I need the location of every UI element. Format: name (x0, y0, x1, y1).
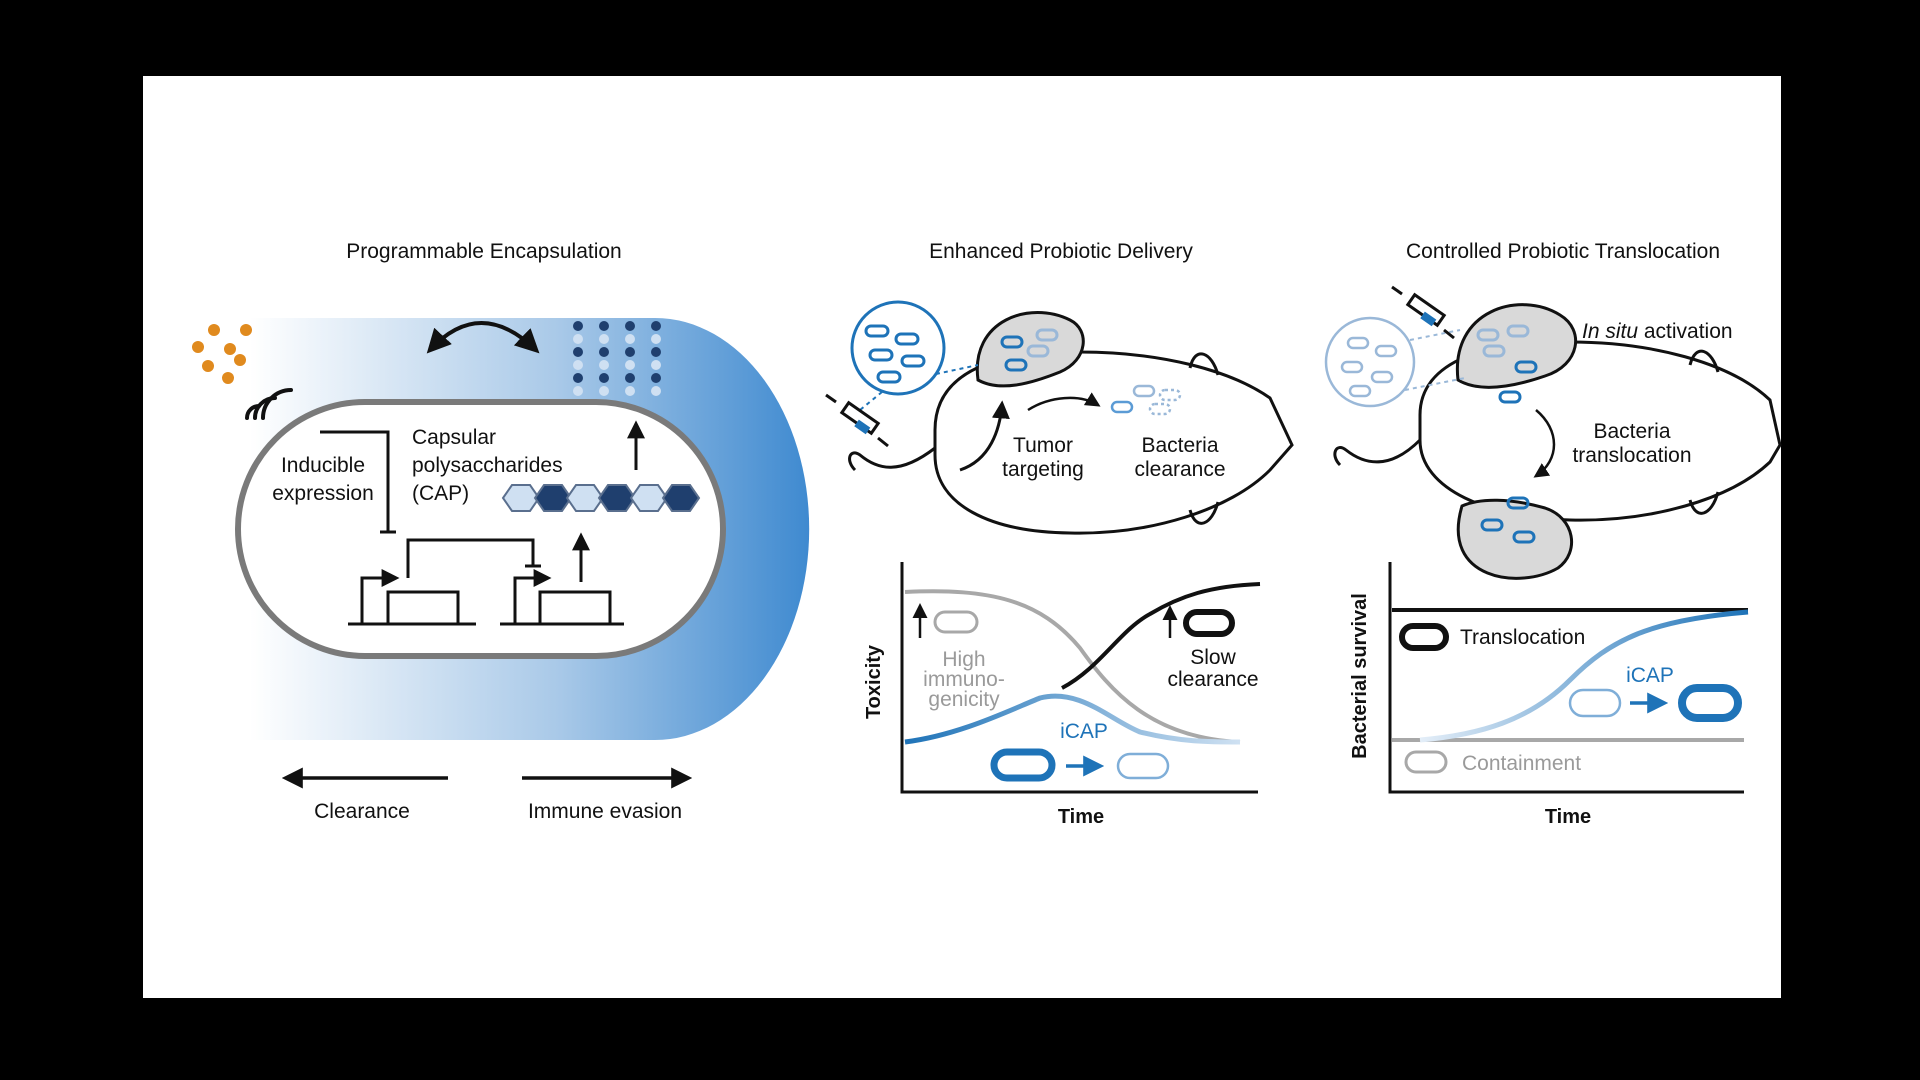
gray-bacterium-icon (933, 610, 979, 634)
translocation-curve-arrow (1533, 409, 1556, 478)
cap-dot-grid (573, 321, 661, 396)
syringe-icon (825, 393, 889, 448)
panel-controlled-translocation: Controlled Probiotic Translocation (1324, 240, 1782, 828)
zoom-connector (859, 364, 979, 411)
translocation-label: Translocation (1460, 626, 1585, 649)
zoom-connector-2 (1404, 329, 1466, 391)
chart-axes-2 (1388, 562, 1744, 794)
immune-evasion-label: Immune evasion (528, 800, 682, 823)
high-label-line2: immuno- (923, 668, 1005, 691)
clearance-label: Clearance (314, 800, 410, 823)
bottom-tumor-bacteria (1480, 496, 1536, 544)
cap-label-line1: Capsular (412, 426, 496, 449)
insitu-label: In situ activation (1582, 320, 1733, 343)
time-axis-label-delivery: Time (1058, 806, 1104, 828)
gene-circuit (348, 538, 624, 626)
time-axis-label-translocation: Time (1545, 806, 1591, 828)
bacteria-clearance-line2: clearance (1134, 458, 1225, 481)
icap-label: iCAP (1060, 720, 1108, 743)
inducible-label-line1: Inducible (281, 454, 365, 477)
toxicity-chart: High immuno- genicity Slow clearance iCA… (863, 562, 1261, 828)
slow-label-line1: Slow (1190, 646, 1236, 669)
toxicity-axis-label: Toxicity (863, 644, 885, 719)
insitu-italic: In situ (1582, 320, 1638, 343)
tumor-targeting-line2: targeting (1002, 458, 1084, 481)
tumor-targeting-arrow (959, 400, 1010, 472)
slow-label-line2: clearance (1167, 668, 1258, 691)
inducible-label-line2: expression (272, 482, 374, 505)
cap-label-line2: polysaccharides (412, 454, 563, 477)
bacteria-clearance-line1: Bacteria (1141, 434, 1218, 457)
high-label-line3: genicity (928, 688, 1000, 711)
icap-curve (904, 693, 1241, 745)
switch-double-arrow (426, 321, 540, 354)
panel-title-delivery: Enhanced Probiotic Delivery (929, 240, 1193, 263)
top-tumor-bacteria (1476, 324, 1538, 404)
panel-title-translocation: Controlled Probiotic Translocation (1406, 240, 1720, 263)
icap-bacterium-from-2 (1568, 688, 1622, 718)
zoom-bubble-bacteria (864, 324, 926, 384)
clearance-curve-arrow (1027, 392, 1101, 412)
containment-bacterium-icon (1404, 750, 1448, 774)
zoom-bubble-2-bacteria (1340, 336, 1398, 398)
containment-label: Containment (1462, 752, 1581, 775)
icap-bacterium-from (990, 748, 1056, 782)
survival-chart: Translocation Containment iCAP Bacterial… (1349, 562, 1749, 828)
high-label-line1: High (942, 648, 985, 671)
cap-label-line3: (CAP) (412, 482, 469, 505)
high-immunogenicity-curve (904, 589, 1241, 744)
survival-axis-label: Bacterial survival (1349, 593, 1371, 759)
panel-title-encapsulation: Programmable Encapsulation (346, 240, 621, 263)
icap-label-2: iCAP (1626, 664, 1674, 687)
panel-programmable-encapsulation: Programmable Encapsulation (192, 240, 810, 823)
syringe-icon-2 (1391, 285, 1455, 340)
icap-survival-curve (1419, 609, 1749, 743)
cleared-bacteria (1110, 384, 1182, 416)
inducer-molecules (192, 324, 252, 384)
icap-bacterium-to (1116, 752, 1170, 780)
icap-bacterium-to-2 (1678, 684, 1742, 722)
repression-line (320, 430, 396, 534)
top-tumor-shape (1455, 303, 1577, 389)
panel-enhanced-delivery: Enhanced Probiotic Delivery (825, 240, 1294, 828)
insitu-rest: activation (1638, 320, 1733, 343)
tumor-targeting-line1: Tumor (1013, 434, 1073, 457)
bacteria-translocation-line2: translocation (1572, 444, 1691, 467)
translocation-bacterium-icon (1399, 623, 1449, 651)
black-bacterium-icon (1183, 609, 1235, 637)
tumor-bacteria (1000, 328, 1059, 372)
signal-wave-icon (245, 388, 293, 420)
cap-polymer-chain (501, 484, 701, 512)
bacteria-translocation-line1: Bacteria (1593, 420, 1670, 443)
chart-axes (900, 562, 1258, 794)
slow-clearance-curve (1061, 582, 1261, 690)
